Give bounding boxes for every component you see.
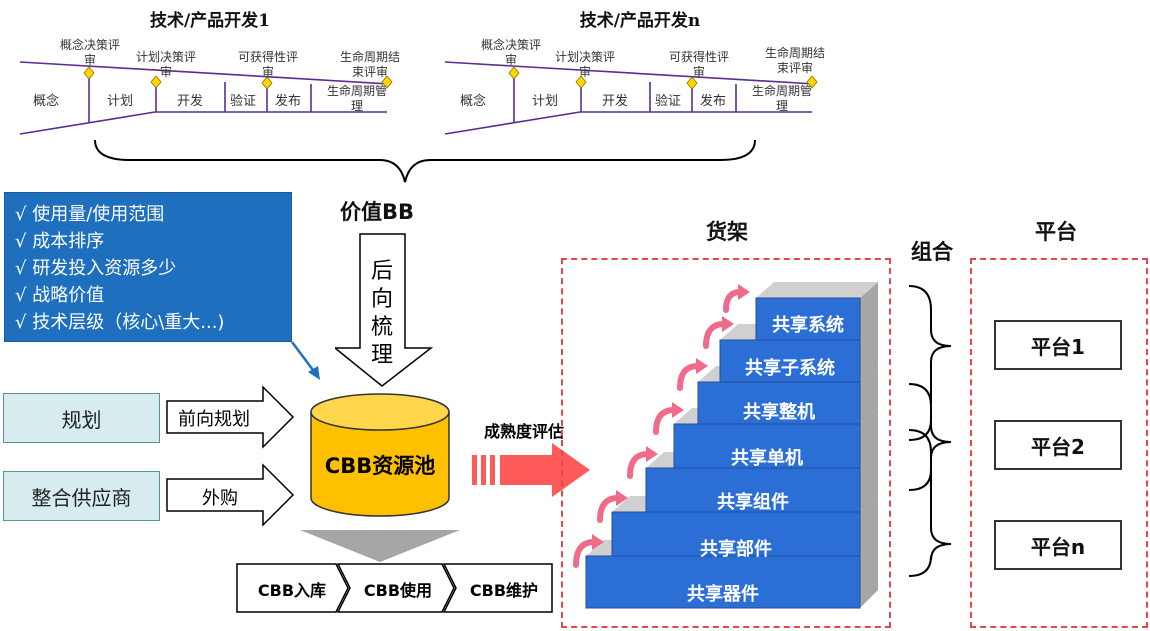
milestone-label: 生命周期结束评审 xyxy=(339,50,400,79)
phase-label: 发布 xyxy=(700,94,727,109)
milestone-label: 计划决策评审 xyxy=(554,50,615,79)
platform-2: 平台2 xyxy=(994,420,1122,470)
shelf-frame xyxy=(561,258,891,628)
milestone-label: 概念决策评审 xyxy=(480,38,541,67)
shelf-level-system: 共享系统 xyxy=(772,315,844,336)
shelf-level-device: 共享器件 xyxy=(687,584,759,605)
reverse-arrow-text: 后向梳理 xyxy=(370,259,393,368)
phase-label: 计划 xyxy=(532,94,559,109)
forward-planning-label: 前向规划 xyxy=(178,409,250,430)
phase-label: 计划 xyxy=(107,94,134,109)
milestone-diamond xyxy=(83,66,95,80)
milestone-diamond xyxy=(508,66,520,80)
platform-n: 平台n xyxy=(994,520,1122,570)
process-step-maintain: CBB维护 xyxy=(469,581,539,600)
milestone-label: 可获得性评审 xyxy=(668,50,729,79)
cbb-pool-label: CBB资源池 xyxy=(324,454,436,478)
phase-label: 生命周期管理 xyxy=(752,84,813,113)
phase-label: 验证 xyxy=(230,94,257,109)
funnel-triangle xyxy=(300,530,460,562)
combine-label: 组合 xyxy=(911,240,953,264)
platform-1: 平台1 xyxy=(994,320,1122,370)
milestone-label: 可获得性评审 xyxy=(237,50,298,79)
shelf-level-complete-machine: 共享整机 xyxy=(743,402,815,423)
criteria-item: √ 成本排序 xyxy=(15,231,105,252)
combine-braces xyxy=(908,285,952,577)
milestone-diamond xyxy=(575,75,587,89)
phase-label: 开发 xyxy=(177,94,204,109)
milestone-label: 生命周期结束评审 xyxy=(764,46,825,75)
value-bb-label: 价值BB xyxy=(340,200,415,224)
phase-label: 开发 xyxy=(602,94,629,109)
milestone-label: 概念决策评审 xyxy=(59,38,120,67)
supplier-box: 整合供应商 xyxy=(3,471,160,521)
shelf-title: 货架 xyxy=(706,220,748,244)
input-arrows xyxy=(166,385,295,527)
shelf-level-part: 共享部件 xyxy=(700,539,772,560)
platform-title: 平台 xyxy=(1035,220,1077,244)
top-brace xyxy=(94,139,756,183)
shelf-level-component: 共享组件 xyxy=(717,492,789,513)
phase-label: 概念 xyxy=(33,94,60,109)
criteria-item: √ 技术层级（核心\重大...) xyxy=(15,312,225,333)
process-step-store: CBB入库 xyxy=(257,581,327,600)
maturity-label: 成熟度评估 xyxy=(484,422,565,441)
phase-label: 发布 xyxy=(275,94,302,109)
cbb-pool-cylinder xyxy=(310,393,450,517)
milestone-diamond xyxy=(686,76,698,90)
shelf-level-single-machine: 共享单机 xyxy=(731,448,803,469)
milestone-diamond xyxy=(806,75,818,89)
phase-label: 概念 xyxy=(460,94,487,109)
milestone-diamond xyxy=(150,75,162,89)
milestone-diamond xyxy=(261,76,273,90)
criteria-item: √ 使用量/使用范围 xyxy=(15,204,165,225)
platform-frame xyxy=(970,258,1148,628)
process-step-use: CBB使用 xyxy=(363,581,433,600)
phase-label: 验证 xyxy=(655,94,682,109)
phase-label: 生命周期管理 xyxy=(327,84,388,113)
maturity-arrow xyxy=(472,443,590,497)
reverse-arrow xyxy=(335,233,434,387)
milestone-diamond xyxy=(381,75,393,89)
milestone-label: 计划决策评审 xyxy=(135,50,196,79)
outsourcing-label: 外购 xyxy=(202,488,238,509)
criteria-item: √ 研发投入资源多少 xyxy=(15,258,177,279)
planning-box: 规划 xyxy=(3,393,160,443)
process-chevrons xyxy=(236,563,553,613)
lifecycle-n-chart xyxy=(444,61,818,135)
step-up-arrows xyxy=(573,289,743,568)
lifecycle-1: 技术/产品开发1 概念决策评审 计划决策评审 可获得性评审 生命周期结束评审 概… xyxy=(15,0,415,140)
shelf-level-subsystem: 共享子系统 xyxy=(745,358,835,379)
lifecycle-n: 技术/产品开发n 概念决策评审 计划决策评审 可获得性评审 生命周期结束评审 概… xyxy=(440,0,840,140)
shelf-staircase xyxy=(573,282,878,609)
lifecycle-1-title: 技术/产品开发1 xyxy=(149,11,271,31)
criteria-box: √ 使用量/使用范围 √ 成本排序 √ 研发投入资源多少 √ 战略价值 √ 技术… xyxy=(4,192,292,342)
lifecycle-n-title: 技术/产品开发n xyxy=(579,11,701,31)
criteria-pointer-arrow xyxy=(291,341,320,380)
criteria-item: √ 战略价值 xyxy=(15,285,105,306)
lifecycle-1-chart xyxy=(19,61,393,135)
